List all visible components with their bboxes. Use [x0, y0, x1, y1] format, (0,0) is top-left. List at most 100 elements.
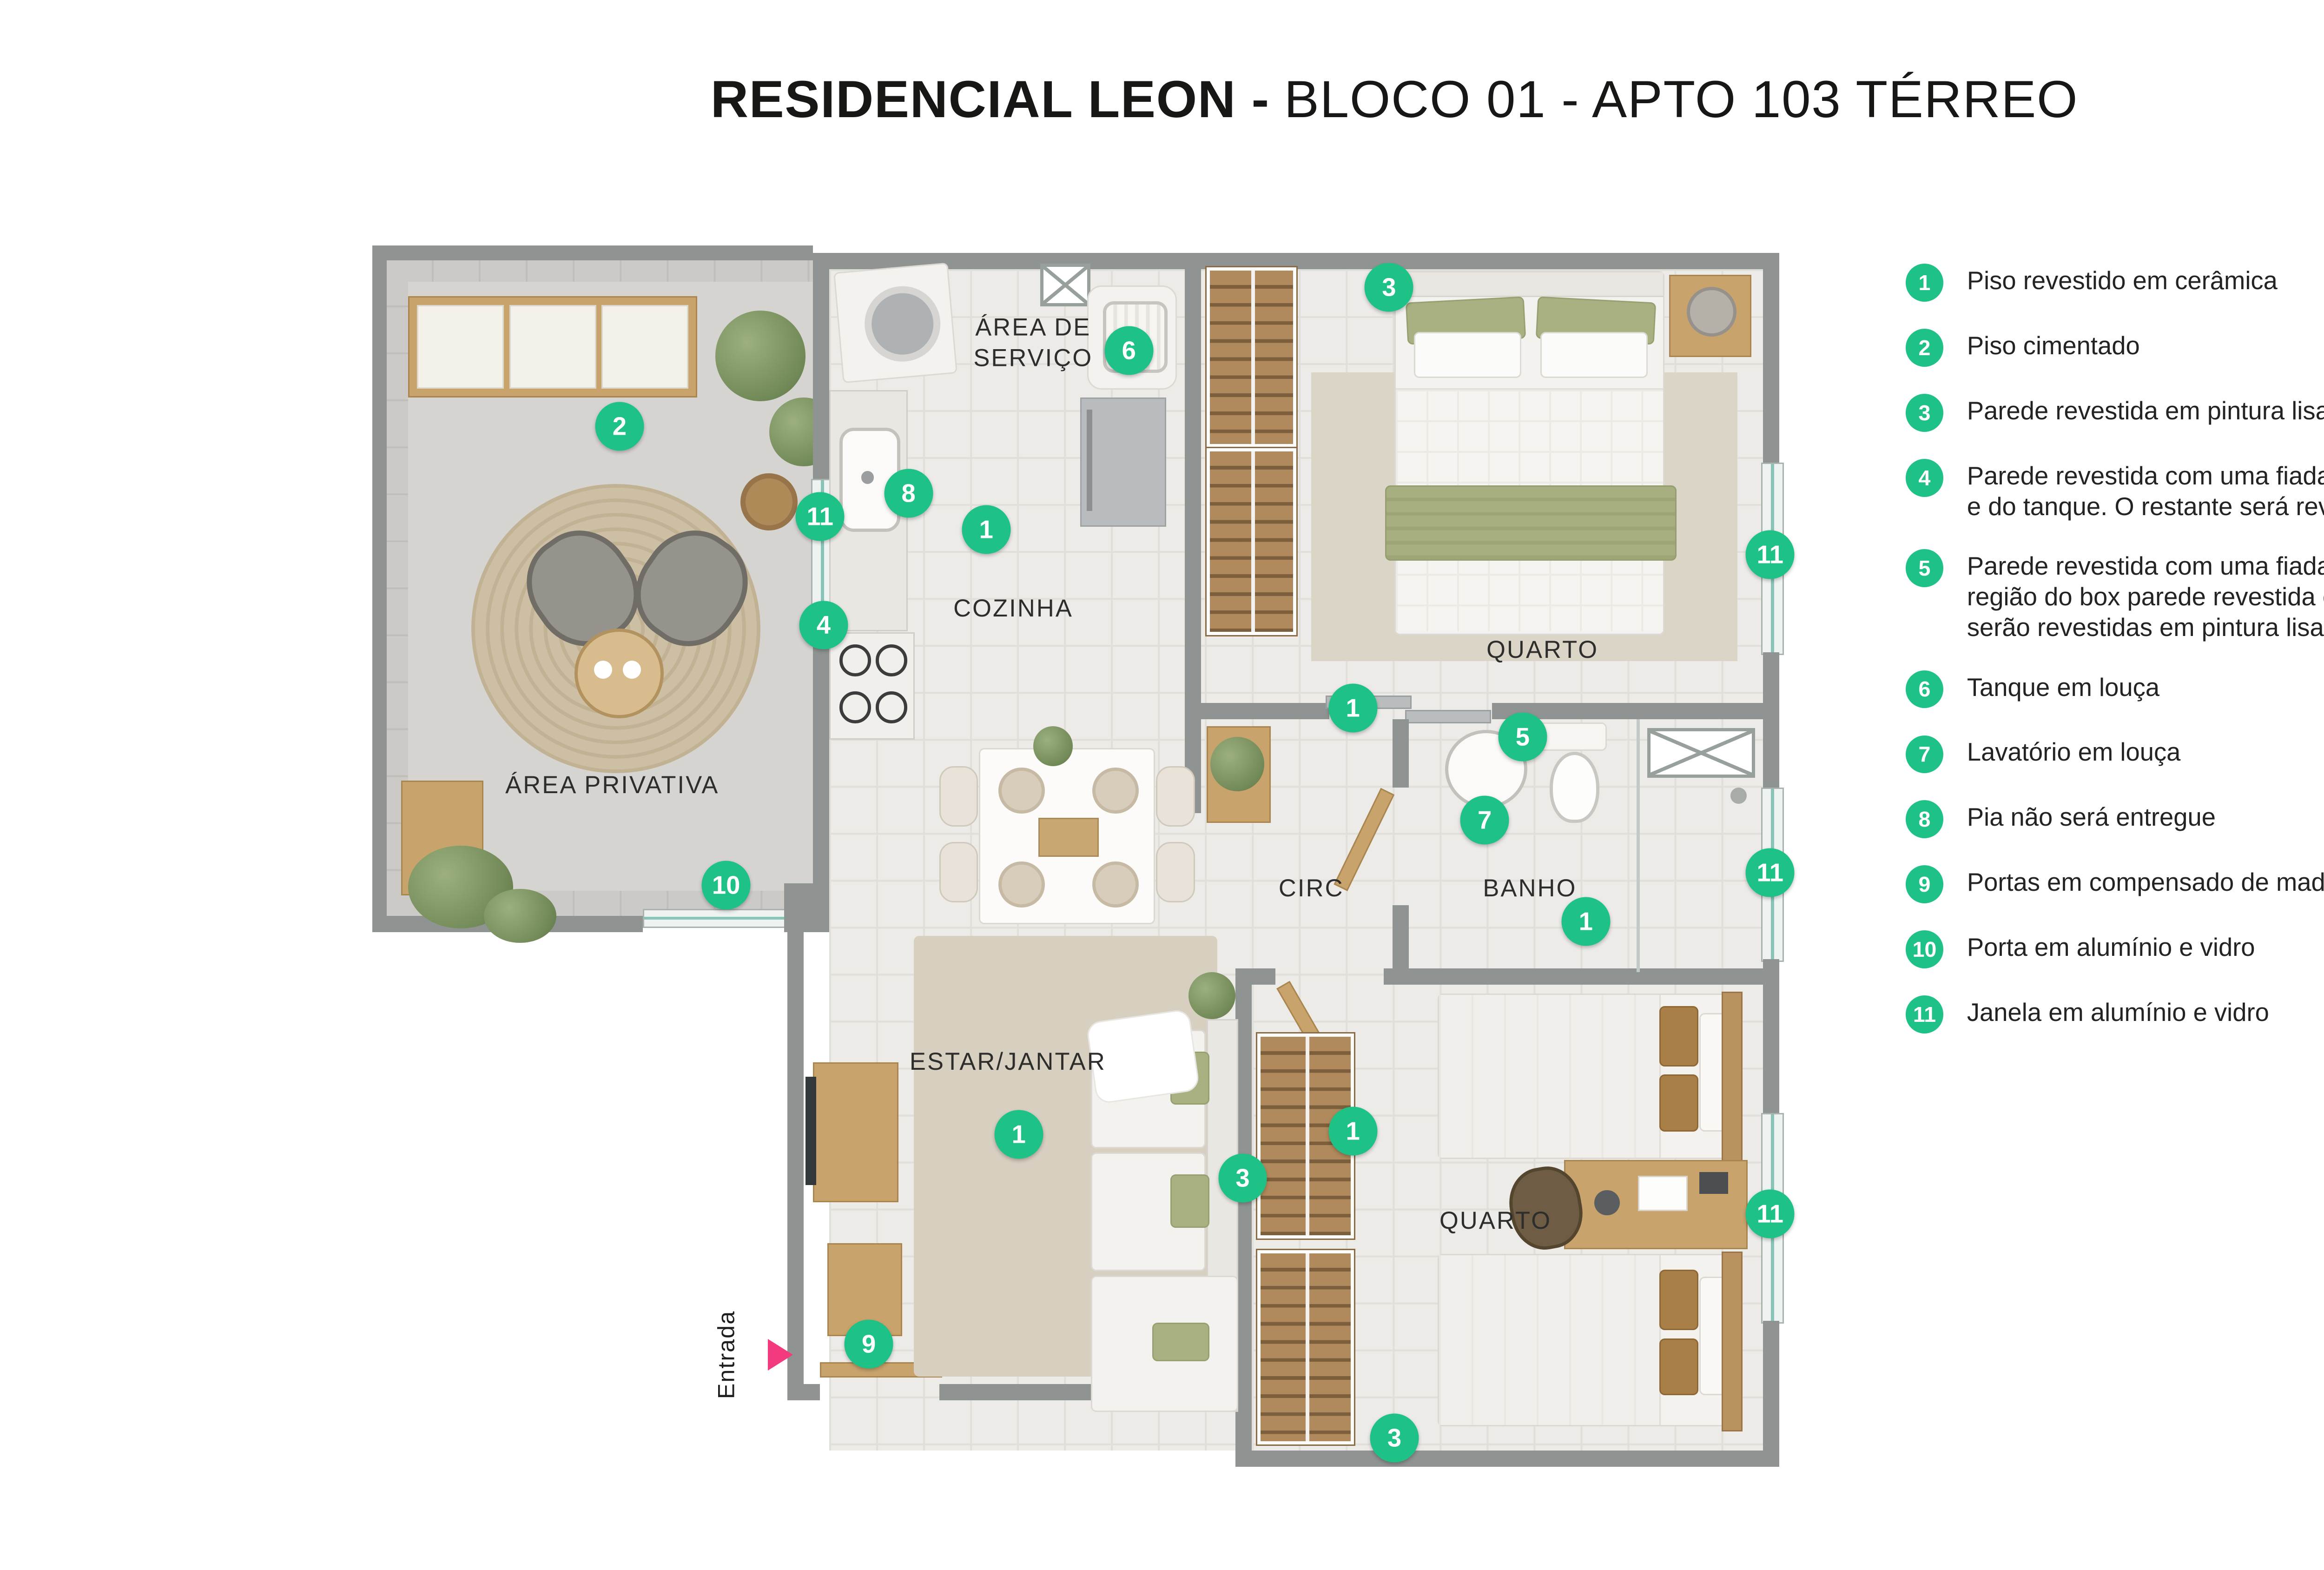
wardrobe	[1255, 1249, 1355, 1446]
legend-number: 11	[1905, 995, 1944, 1033]
desk	[1564, 1159, 1748, 1250]
plan-marker-11: 11	[1745, 530, 1795, 579]
plan-marker-11: 11	[795, 492, 845, 541]
legend-number: 9	[1905, 865, 1944, 903]
wall-bathroom-bottom	[1383, 968, 1779, 985]
legend-item-7: 7 Lavatório em louça	[1905, 735, 2324, 774]
wall-right	[1763, 652, 1779, 788]
toilet-bowl	[1550, 751, 1600, 823]
basket	[740, 473, 798, 531]
legend-number: 5	[1905, 549, 1944, 587]
entrance-arrow	[767, 1338, 793, 1371]
balcony-bench	[408, 296, 697, 397]
plant	[1210, 737, 1265, 792]
coffee-table	[574, 629, 664, 719]
plant	[715, 311, 806, 401]
tv-rack	[812, 1062, 899, 1203]
plan-marker-1: 1	[1328, 683, 1378, 733]
wall-bottom-bedroom2	[1235, 1451, 1779, 1467]
wall-left-kitchen	[812, 253, 829, 479]
plan-marker-7: 7	[1460, 795, 1509, 845]
plan-marker-3: 3	[1370, 1413, 1419, 1463]
legend-number: 7	[1905, 735, 1944, 774]
toilet-tank	[1535, 722, 1607, 751]
fridge	[1080, 397, 1166, 527]
entrance-label: Entrada	[713, 1311, 739, 1399]
legend-text: Portas em compensado de madeira	[1967, 868, 2324, 897]
legend-text: Parede revestida em pintura lisa	[1967, 397, 2324, 425]
room-label: QUARTO	[1439, 1207, 1552, 1235]
page-title-regular: BLOCO 01 - APTO 103 TÉRREO	[1284, 69, 2079, 128]
room-label: CIRC	[1278, 875, 1344, 902]
legend-item-10: 10 Porta em alumínio e vidro	[1905, 930, 2324, 968]
wall-circ-bottom	[1235, 968, 1275, 985]
plan-marker-9: 9	[844, 1319, 893, 1369]
legend-item-3: 3 Parede revestida em pintura lisa	[1905, 394, 2324, 432]
dining-chair	[939, 841, 978, 903]
legend-text: Lavatório em louça	[1967, 738, 2181, 767]
plan-marker-6: 6	[1104, 326, 1154, 375]
plan-marker-1: 1	[1328, 1106, 1378, 1156]
wall-left-kitchen	[812, 605, 829, 889]
single-bed	[1438, 1252, 1743, 1431]
wall-kitchen-bedroom1	[1185, 253, 1202, 813]
plan-marker-11: 11	[1745, 1189, 1795, 1239]
shower-glass	[1636, 719, 1640, 972]
wall-right	[1763, 959, 1779, 1113]
plan-marker-8: 8	[884, 469, 933, 518]
dining-table	[979, 748, 1155, 924]
legend-item-5: 5 Parede revestida com uma fiada de cerâm…	[1905, 549, 2324, 643]
wall-left-living	[787, 932, 804, 1400]
table-plant	[1033, 726, 1073, 766]
plan-marker-11: 11	[1745, 848, 1795, 897]
legend-item-2: 2 Piso cimentado	[1905, 329, 2324, 367]
legend-number: 6	[1905, 670, 1944, 709]
shower-box	[1647, 728, 1755, 778]
room-label: QUARTO	[1486, 636, 1599, 664]
wall-right	[1763, 253, 1779, 463]
legend-item-11: 11 Janela em alumínio e vidro	[1905, 995, 2324, 1033]
legend-number: 1	[1905, 264, 1944, 302]
legend-number: 3	[1905, 394, 1944, 432]
legend-text: Tanque em louça	[1967, 673, 2160, 702]
plan-marker-3: 3	[1218, 1153, 1268, 1203]
plan-marker-2: 2	[595, 402, 644, 451]
tv	[805, 1077, 817, 1186]
plant	[1188, 972, 1236, 1019]
legend-number: 10	[1905, 930, 1944, 968]
single-bed	[1438, 991, 1743, 1164]
legend-number: 2	[1905, 329, 1944, 367]
legend-text: Parede revestida com uma fiada de cerâmi…	[1967, 552, 2324, 642]
wall-right	[1763, 1320, 1779, 1467]
balcony-glass-door	[643, 908, 791, 928]
wardrobe	[1205, 266, 1298, 449]
dining-chair	[939, 766, 978, 827]
shower-head	[1730, 788, 1747, 804]
plan-marker-1: 1	[1561, 897, 1611, 946]
stove	[829, 632, 915, 740]
dining-chair	[1156, 766, 1195, 827]
room-label: BANHO	[1483, 875, 1577, 902]
room-label: COZINHA	[953, 595, 1073, 622]
legend-text: Janela em alumínio e vidro	[1967, 998, 2269, 1027]
balcony-wall-top	[372, 245, 813, 260]
plan-marker-1: 1	[962, 505, 1011, 554]
legend-text: Porta em alumínio e vidro	[1967, 933, 2255, 962]
legend-text: Parede revestida com uma fiada de cerâmi…	[1967, 461, 2324, 521]
legend-text: Piso cimentado	[1967, 331, 2140, 360]
wall-top	[812, 253, 1779, 269]
vent-box	[1040, 264, 1090, 307]
wall-bathroom-left	[1393, 719, 1409, 788]
plan-marker-10: 10	[701, 861, 751, 910]
legend-item-6: 6 Tanque em louça	[1905, 670, 2324, 709]
room-label: ÁREA DE SERVIÇO	[973, 314, 1093, 372]
legend-number: 4	[1905, 459, 1944, 497]
balcony-wall-left	[372, 245, 387, 933]
nightstand	[1669, 274, 1751, 357]
balcony-paver-top	[386, 260, 813, 282]
page-title: RESIDENCIAL LEON -BLOCO 01 - APTO 103 TÉ…	[0, 69, 2324, 129]
legend-text: Pia não será entregue	[1967, 803, 2216, 832]
page-title-bold: RESIDENCIAL LEON -	[710, 69, 1270, 128]
